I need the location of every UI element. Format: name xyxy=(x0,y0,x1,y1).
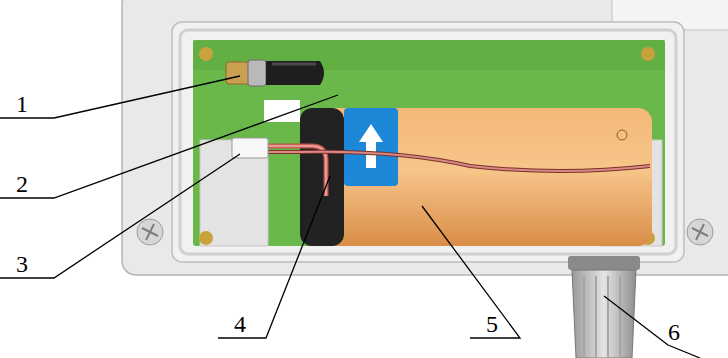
antenna xyxy=(266,61,324,85)
leader-line xyxy=(0,76,240,118)
battery-mark xyxy=(617,130,627,140)
callout-number: 6 xyxy=(668,320,680,344)
antenna-nut xyxy=(248,60,266,86)
lid-screw xyxy=(142,224,158,240)
cable-gland xyxy=(572,270,636,358)
battery-tab xyxy=(344,108,398,186)
battery xyxy=(300,108,652,246)
battery-cap xyxy=(300,108,344,246)
lid-screw xyxy=(137,219,163,245)
lid-screw xyxy=(687,219,713,245)
callout-number: 4 xyxy=(234,312,246,336)
wire xyxy=(268,152,650,171)
leader-line xyxy=(0,154,240,278)
leader-line xyxy=(218,176,330,338)
screw-pad xyxy=(199,231,213,245)
screw-pad xyxy=(199,47,213,61)
leader-line xyxy=(422,206,520,338)
antenna-highlight xyxy=(272,63,316,66)
gland-ribs xyxy=(584,276,620,358)
gland-nut xyxy=(568,256,640,270)
callout-number: 2 xyxy=(16,172,28,196)
housing xyxy=(122,0,728,275)
lid-recess xyxy=(172,22,684,262)
callout-number: 5 xyxy=(486,312,498,336)
wire xyxy=(268,152,650,171)
callout-number: 3 xyxy=(16,252,28,276)
leader-line xyxy=(0,95,338,198)
screw-pad xyxy=(641,47,655,61)
lid-screw xyxy=(692,224,708,240)
antenna-connector xyxy=(226,62,250,84)
callout-number: 1 xyxy=(16,92,28,116)
tab-arrow xyxy=(359,124,383,168)
leader-line xyxy=(604,296,700,358)
seal-groove xyxy=(180,30,676,254)
